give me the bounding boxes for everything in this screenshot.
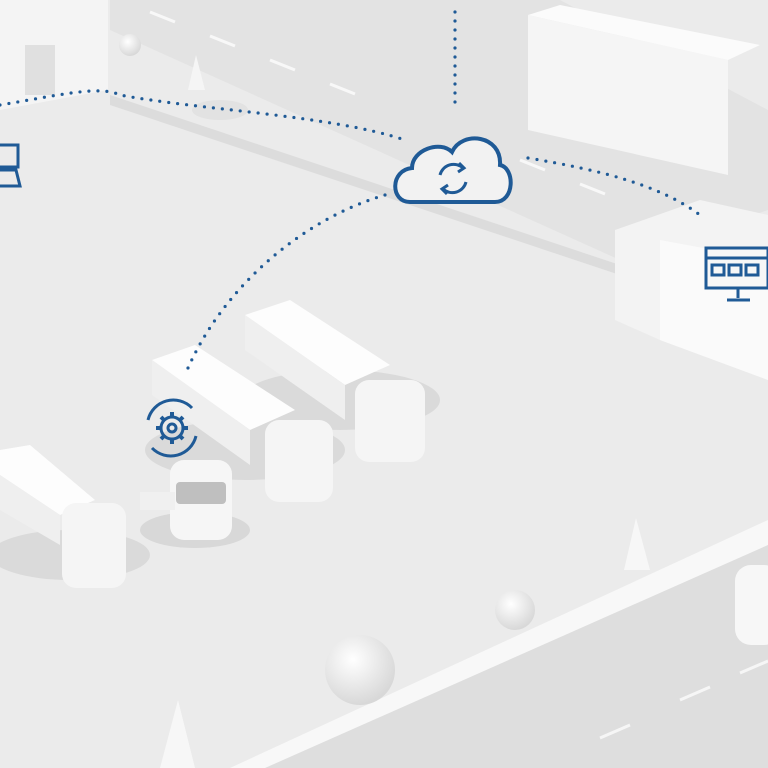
back-road-markings bbox=[149, 10, 606, 196]
office-block-roof bbox=[528, 5, 760, 60]
lot-wall bbox=[110, 95, 620, 275]
cone-tree bbox=[188, 55, 205, 90]
office-block bbox=[528, 15, 728, 175]
front-curb bbox=[230, 520, 768, 768]
tree bbox=[119, 34, 141, 56]
truck bbox=[240, 300, 440, 462]
cone-tree bbox=[624, 518, 650, 570]
tree-base bbox=[192, 100, 248, 120]
laptop-icon bbox=[0, 143, 22, 188]
cone-tree bbox=[160, 700, 195, 768]
cloud-sync-icon bbox=[393, 136, 513, 204]
network-links bbox=[0, 10, 702, 377]
tree bbox=[325, 635, 395, 705]
tree bbox=[495, 590, 535, 630]
van bbox=[735, 565, 768, 645]
warehouse-door bbox=[25, 45, 55, 95]
monitor-dashboard-icon bbox=[704, 246, 768, 302]
truck bbox=[0, 445, 150, 588]
front-road-markings bbox=[599, 659, 768, 740]
truck bbox=[145, 345, 345, 502]
gear-sync-icon bbox=[146, 398, 198, 458]
tractor-unit bbox=[140, 460, 250, 548]
